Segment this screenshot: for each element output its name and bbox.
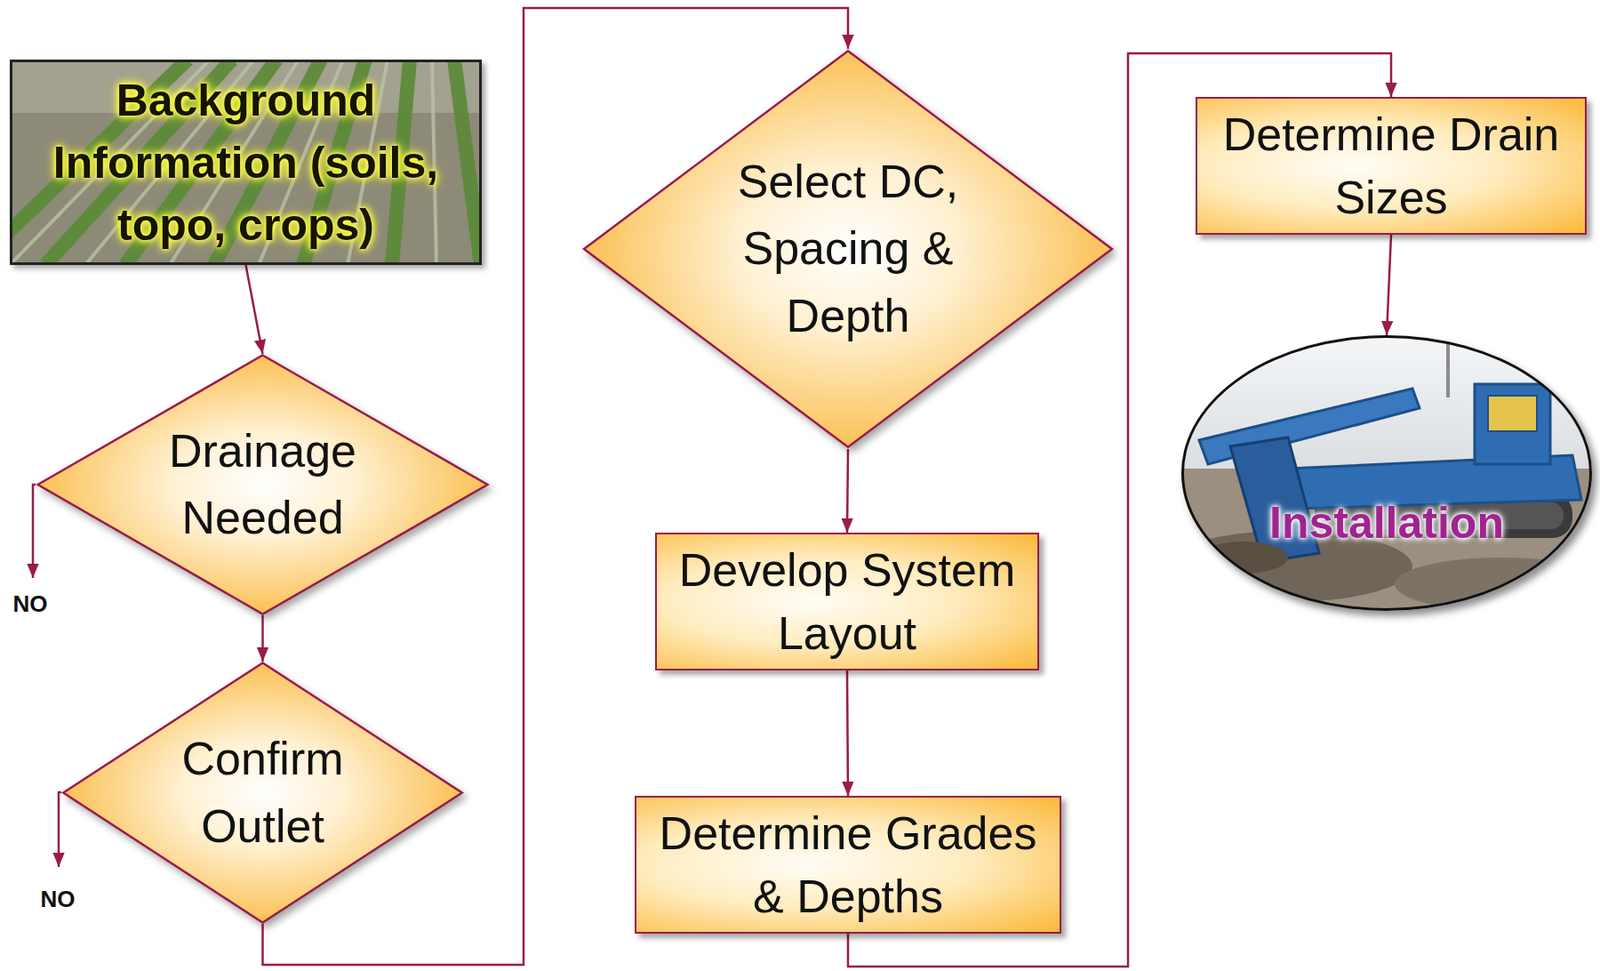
process-box: Determine Grades & Depths (634, 795, 1062, 934)
mast (1446, 335, 1450, 398)
node-text: Select DC, Spacing & Depth (723, 148, 973, 350)
flow-connector (847, 670, 848, 796)
diamond-outline (35, 353, 490, 616)
photo-ellipse: Installation (1181, 335, 1592, 611)
cab (1474, 384, 1551, 464)
node-text: Confirm Outlet (165, 725, 361, 860)
cab-window (1488, 395, 1537, 432)
process-box: Develop System Layout (655, 532, 1040, 671)
no-branch-arrow (32, 484, 36, 578)
photo-caption: Installation (1184, 496, 1590, 550)
flow-connector (246, 264, 264, 354)
no-branch-arrow (58, 792, 62, 867)
photo-box: Background Information (soils, topo, cro… (9, 59, 482, 265)
decision-diamond: Confirm Outlet (61, 661, 464, 924)
diamond-outline (61, 661, 464, 924)
field-soil (9, 59, 482, 265)
diamond-shape (584, 50, 1112, 448)
flow-connector (261, 615, 264, 662)
node-text: Determine Drain Sizes (1208, 103, 1575, 228)
process-box: Determine Drain Sizes (1195, 96, 1587, 235)
mud (1394, 557, 1592, 611)
trencher-photo (1181, 335, 1592, 611)
diamond-shape (38, 354, 488, 614)
diamond-shape (63, 662, 462, 922)
branch-label: NO (39, 885, 78, 913)
node-text: Background Information (soils, topo, cro… (16, 69, 476, 256)
branch-label: NO (11, 590, 50, 618)
node-text: Drainage Needed (152, 417, 375, 552)
decision-diamond: Select DC, Spacing & Depth (581, 48, 1115, 449)
flow-connector (847, 448, 848, 533)
decision-diamond: Drainage Needed (35, 353, 490, 616)
crop-rows (9, 59, 482, 265)
node-text: Develop System Layout (667, 538, 1027, 664)
node-text: Determine Grades & Depths (647, 801, 1049, 927)
flow-connector (1386, 234, 1392, 336)
